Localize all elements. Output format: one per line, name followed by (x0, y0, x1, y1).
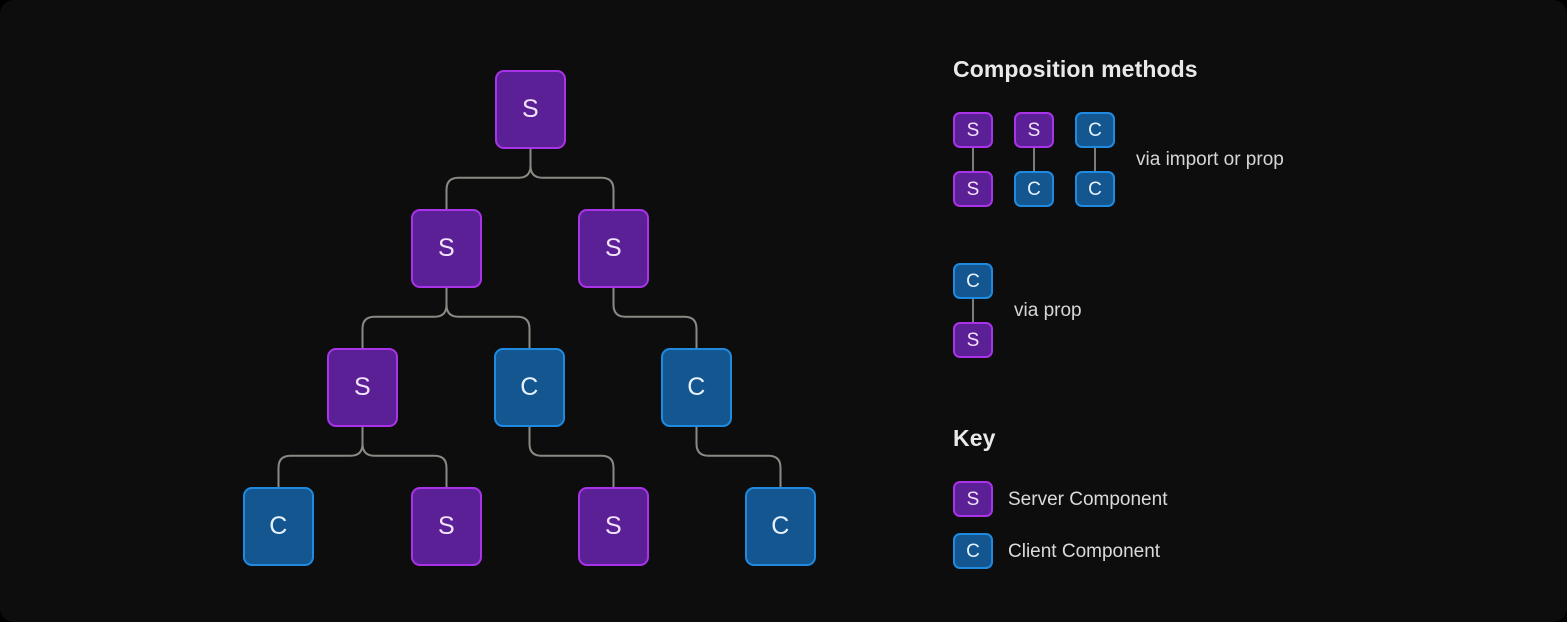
tree-node-label: S (604, 234, 623, 262)
connector-n4-to-n8 (528, 426, 615, 488)
connector-n0-to-n1 (445, 148, 532, 210)
composition-child-client-box[interactable]: C (1014, 171, 1054, 207)
tree-node-server-n1[interactable]: S (411, 209, 482, 288)
composition-pair-connector (1033, 148, 1035, 171)
connector-n3-to-n6 (277, 426, 364, 488)
key-swatch-server: S (953, 481, 993, 517)
connector-n3-to-n7 (361, 426, 448, 488)
composition-box-label: C (1088, 178, 1102, 200)
composition-box-label: S (966, 178, 980, 200)
tree-node-label: C (687, 373, 706, 401)
composition-parent-server-box[interactable]: S (1014, 112, 1054, 148)
composition-note-0: via import or prop (1136, 149, 1284, 170)
composition-box-label: C (966, 270, 980, 292)
tree-node-server-n0[interactable]: S (495, 70, 566, 149)
composition-box-label: S (966, 119, 980, 141)
composition-note-1: via prop (1014, 300, 1082, 321)
tree-node-label: S (521, 95, 540, 123)
connector-n0-to-n2 (529, 148, 615, 210)
tree-node-server-n3[interactable]: S (327, 348, 398, 427)
composition-parent-client-box[interactable]: C (1075, 112, 1115, 148)
key-item-text-server: Server Component (1008, 489, 1168, 510)
tree-node-server-n2[interactable]: S (578, 209, 649, 288)
composition-pair-connector (972, 299, 974, 322)
connector-n2-to-n5 (612, 287, 698, 349)
key-swatch-label: C (966, 540, 980, 562)
tree-node-client-n5[interactable]: C (661, 348, 732, 427)
tree-node-label: C (771, 512, 790, 540)
tree-node-label: C (269, 512, 288, 540)
tree-node-label: S (604, 512, 623, 540)
composition-parent-server-box[interactable]: S (953, 112, 993, 148)
tree-node-label: S (437, 512, 456, 540)
composition-methods-heading: Composition methods (953, 56, 1198, 82)
tree-node-label: C (520, 373, 539, 401)
key-swatch-client: C (953, 533, 993, 569)
composition-child-server-box[interactable]: S (953, 171, 993, 207)
composition-pair-connector (1094, 148, 1096, 171)
connector-n5-to-n9 (695, 426, 782, 488)
connector-n1-to-n3 (361, 287, 448, 349)
tree-node-server-n7[interactable]: S (411, 487, 482, 566)
composition-pair-connector (972, 148, 974, 171)
tree-node-label: S (437, 234, 456, 262)
composition-child-server-box[interactable]: S (953, 322, 993, 358)
tree-node-server-n8[interactable]: S (578, 487, 649, 566)
composition-child-client-box[interactable]: C (1075, 171, 1115, 207)
composition-box-label: S (1027, 119, 1041, 141)
key-swatch-label: S (966, 488, 980, 510)
key-heading: Key (953, 425, 996, 451)
connector-n1-to-n4 (445, 287, 531, 349)
tree-node-client-n4[interactable]: C (494, 348, 565, 427)
key-item-text-client: Client Component (1008, 541, 1161, 562)
tree-node-label: S (353, 373, 372, 401)
tree-node-client-n6[interactable]: C (243, 487, 314, 566)
composition-box-label: C (1088, 119, 1102, 141)
composition-box-label: S (966, 329, 980, 351)
tree-node-client-n9[interactable]: C (745, 487, 816, 566)
composition-box-label: C (1027, 178, 1041, 200)
composition-parent-client-box[interactable]: C (953, 263, 993, 299)
